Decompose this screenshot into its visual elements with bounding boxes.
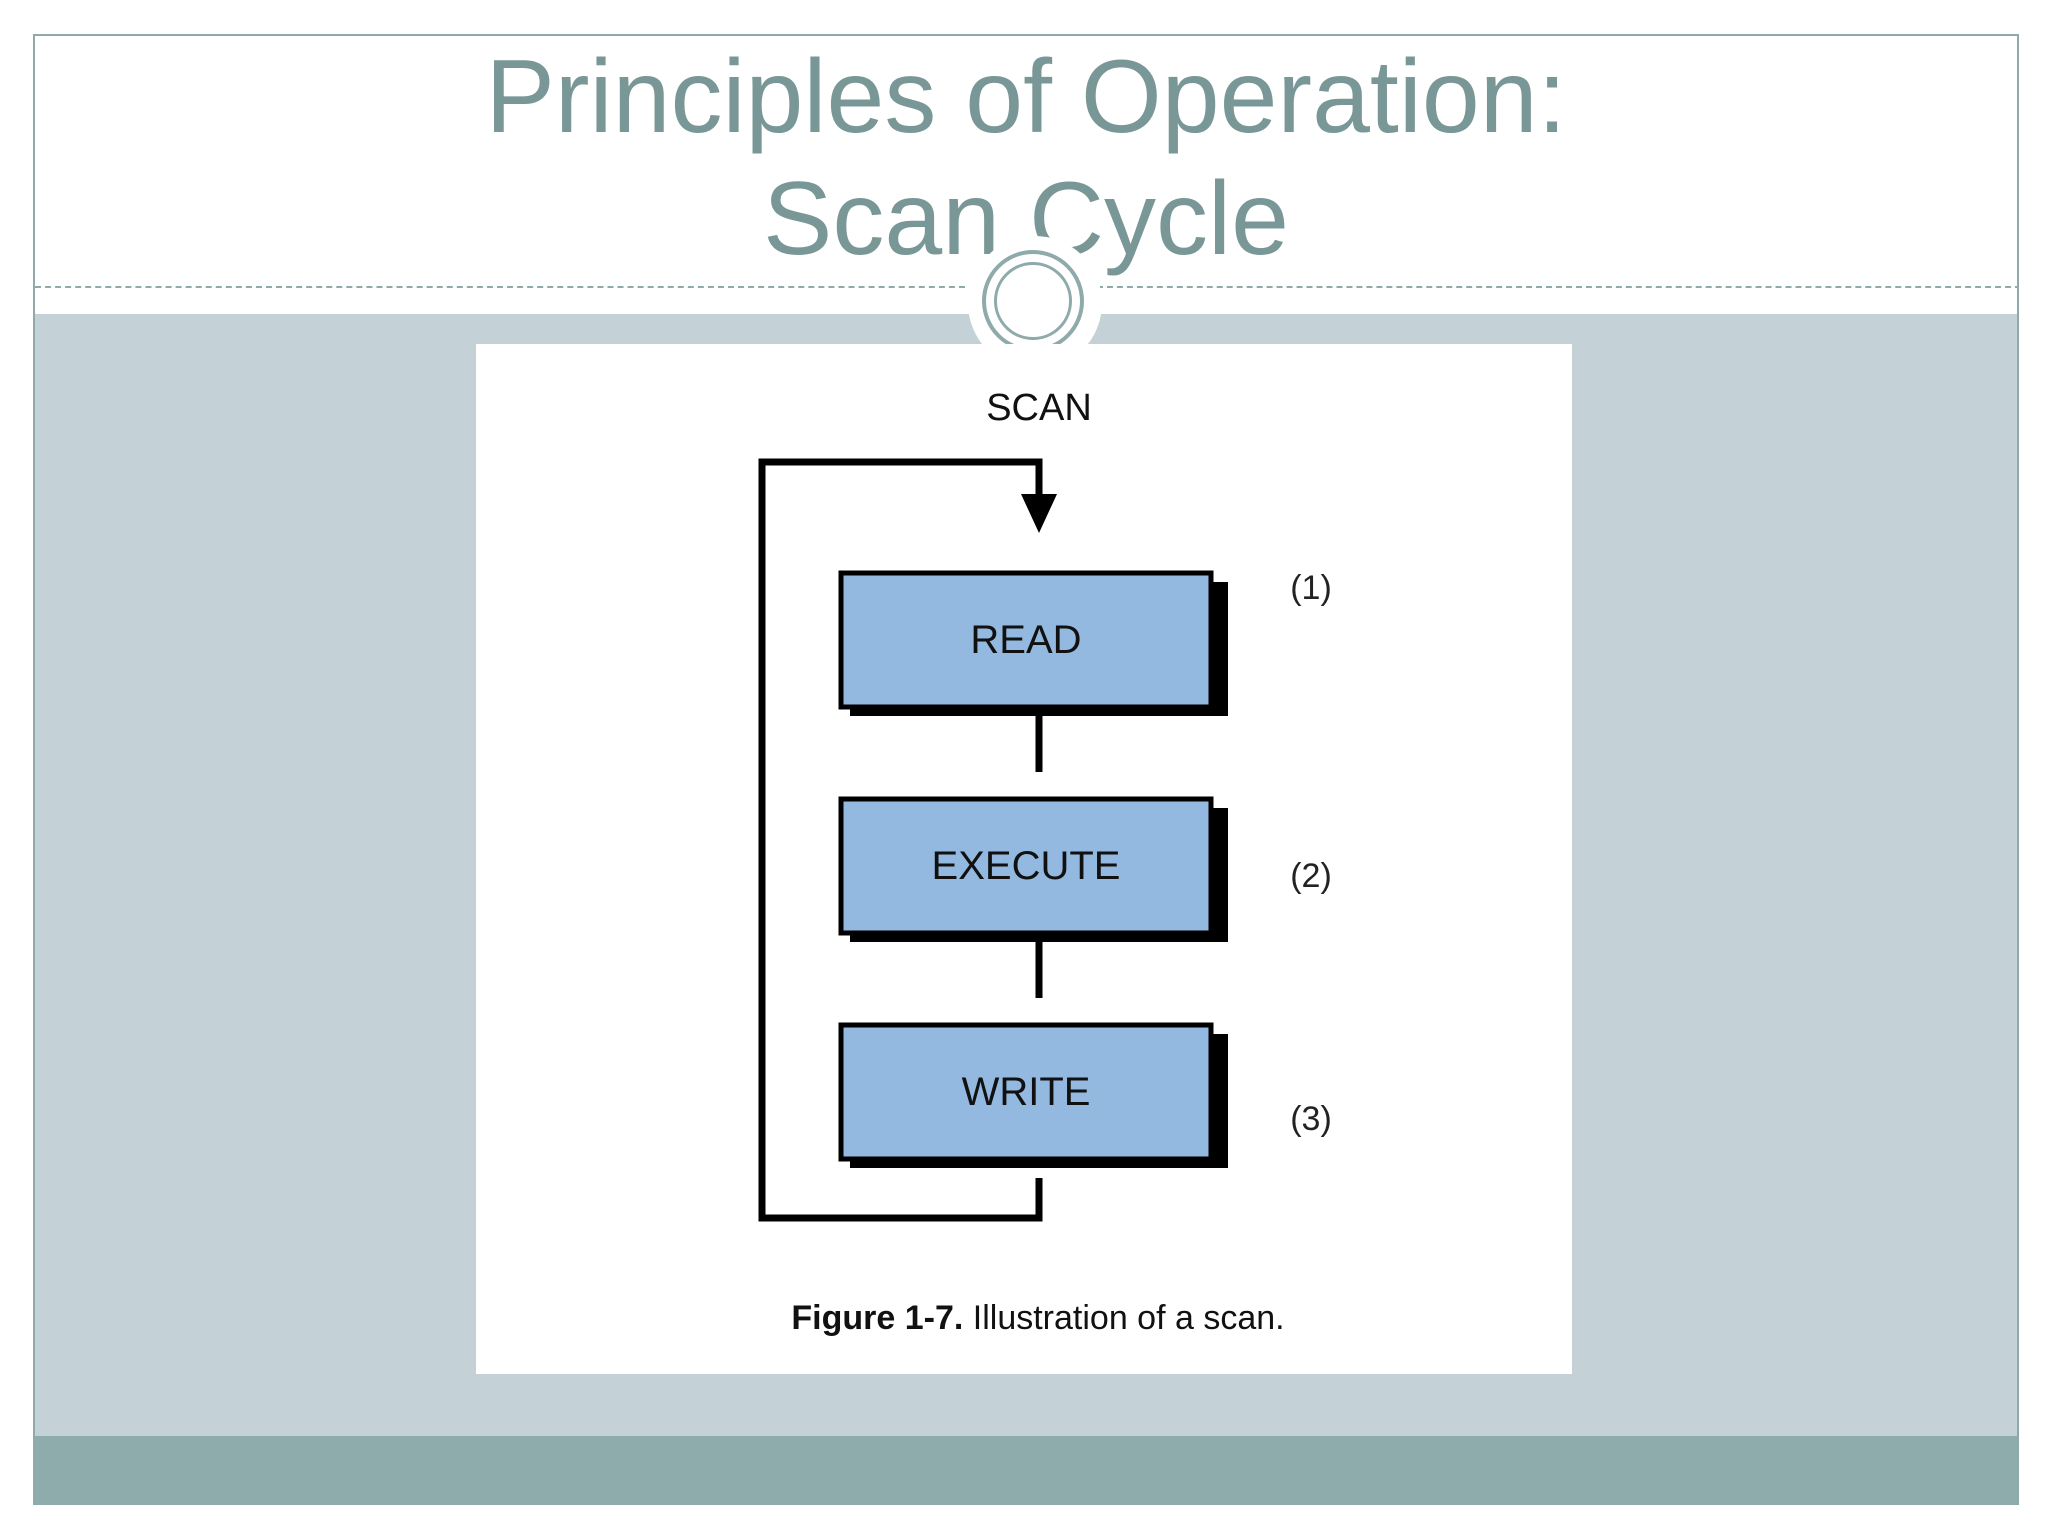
step-read-label: READ [970, 618, 1081, 662]
footer-band [35, 1436, 2017, 1503]
step-read-box [838, 570, 1214, 710]
title-line-1: Principles of Operation: [485, 39, 1567, 155]
circle-ornament-icon [982, 250, 1084, 352]
step-execute-number: (2) [1290, 857, 1332, 895]
step-execute-box [838, 796, 1214, 936]
step-write-box [838, 1022, 1214, 1162]
caption-text: Illustration of a scan. [963, 1299, 1285, 1337]
title-divider-right [1097, 286, 2017, 288]
slide-title: Principles of Operation: Scan Cycle [35, 36, 2017, 280]
figure-panel: SCAN READ (1) EXECUTE (2) [476, 344, 1572, 1374]
circle-ornament-inner [994, 262, 1072, 340]
step-write-number: (3) [1290, 1100, 1332, 1138]
step-write-label: WRITE [962, 1070, 1091, 1114]
scan-loop-line [758, 458, 1043, 1222]
figure-caption: Figure 1-7. Illustration of a scan. [476, 1299, 1572, 1338]
step-write: WRITE (3) [838, 1022, 1332, 1168]
slide: Principles of Operation: Scan Cycle SCAN… [33, 34, 2019, 1505]
step-read-number: (1) [1290, 569, 1332, 607]
step-execute-label: EXECUTE [932, 844, 1121, 888]
scan-label: SCAN [986, 387, 1092, 429]
step-execute: EXECUTE (2) [838, 796, 1332, 942]
step-read: READ (1) [838, 569, 1332, 716]
scan-cycle-diagram: SCAN READ (1) EXECUTE (2) [758, 387, 1332, 1222]
arrow-down-icon [1021, 494, 1057, 533]
title-divider-left [35, 286, 965, 288]
caption-figure-id: Figure 1-7. [791, 1299, 964, 1337]
